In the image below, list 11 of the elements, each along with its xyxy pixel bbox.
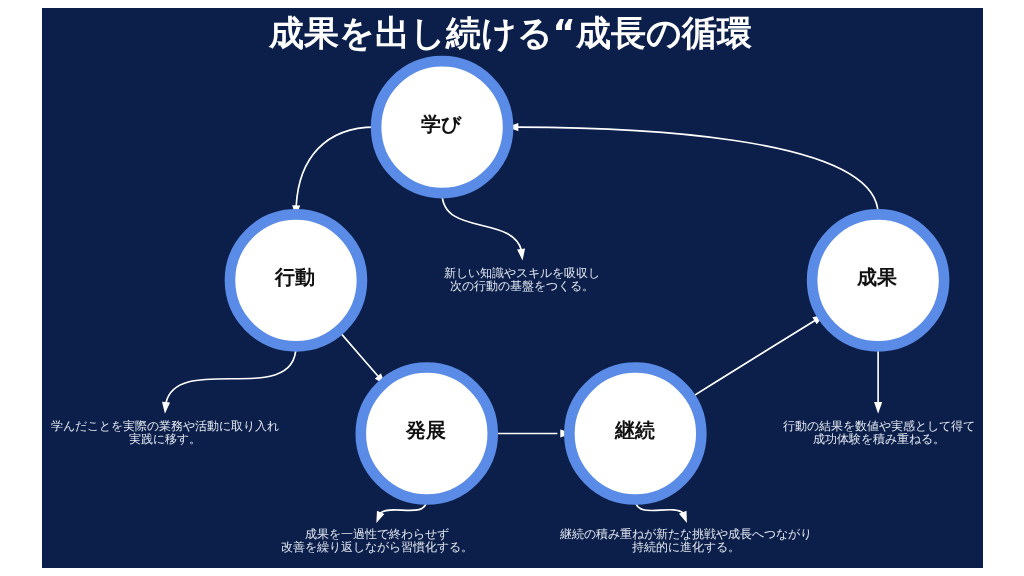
node-circle: 成果 xyxy=(806,209,949,352)
diagram-title: 成果を出し続ける“成長の循環 xyxy=(268,11,752,53)
node-circle: 学び xyxy=(370,55,513,199)
node-circle: 発展 xyxy=(354,362,498,505)
node-text: 継続の積み重ねが新たな挑戦や成長へつながり持続的に進化する。 xyxy=(559,527,812,555)
node-text: 行動の結果を数値や実感として得て成功体験を積み重ねる。 xyxy=(782,419,975,446)
node-circle: 継続 xyxy=(563,362,707,505)
node-circle: 行動 xyxy=(224,209,367,352)
node-text: 成果を一過性で終わらせず改善を繰り返しながら習慣化する。 xyxy=(280,527,473,555)
node-text: 学んだことを実際の業務や活動に取り入れ実践に移す。 xyxy=(50,419,279,446)
node-text: 新しい知識やスキルを吸収し次の行動の基盤をつくる。 xyxy=(443,265,600,293)
